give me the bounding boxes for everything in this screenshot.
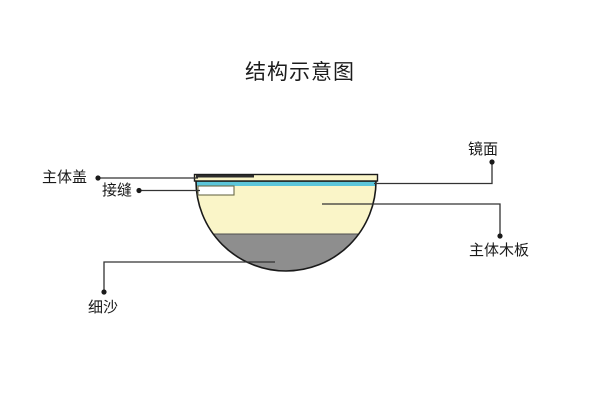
- sand-layer-group: [196, 233, 376, 271]
- leader-mirror: [374, 159, 495, 185]
- bowl-outline: [195, 180, 377, 272]
- bowl-body-group: [195, 180, 377, 272]
- leader-dot-lid: [95, 175, 101, 181]
- leader-lid: [95, 175, 198, 181]
- seam-notch-group: [197, 185, 235, 196]
- leader-seam: [136, 187, 200, 194]
- leader-sand: [101, 261, 275, 295]
- label-main-wood-board: 主体木板: [469, 241, 530, 259]
- leader-dot-sand: [101, 289, 107, 295]
- leader-dot-seam: [136, 187, 142, 194]
- label-mirror-surface: 镜面: [468, 140, 499, 158]
- leader-dot-wood: [497, 233, 503, 239]
- fine-sand-fill: [196, 234, 376, 271]
- main-lid-group: [193, 173, 379, 182]
- leader-dot-mirror: [489, 159, 495, 165]
- leader-line-sand: [103, 261, 275, 292]
- mirror-surface-fill: [196, 181, 376, 186]
- page-title: 结构示意图: [245, 60, 355, 84]
- leader-wood: [322, 203, 503, 239]
- mirror-layer-group: [196, 181, 376, 186]
- label-main-lid: 主体盖: [42, 168, 88, 186]
- seam-notch: [197, 185, 235, 196]
- label-fine-sand: 细沙: [88, 298, 119, 316]
- leader-line-wood: [322, 203, 501, 236]
- leader-line-mirror: [374, 162, 493, 185]
- label-seam: 接缝: [102, 181, 133, 199]
